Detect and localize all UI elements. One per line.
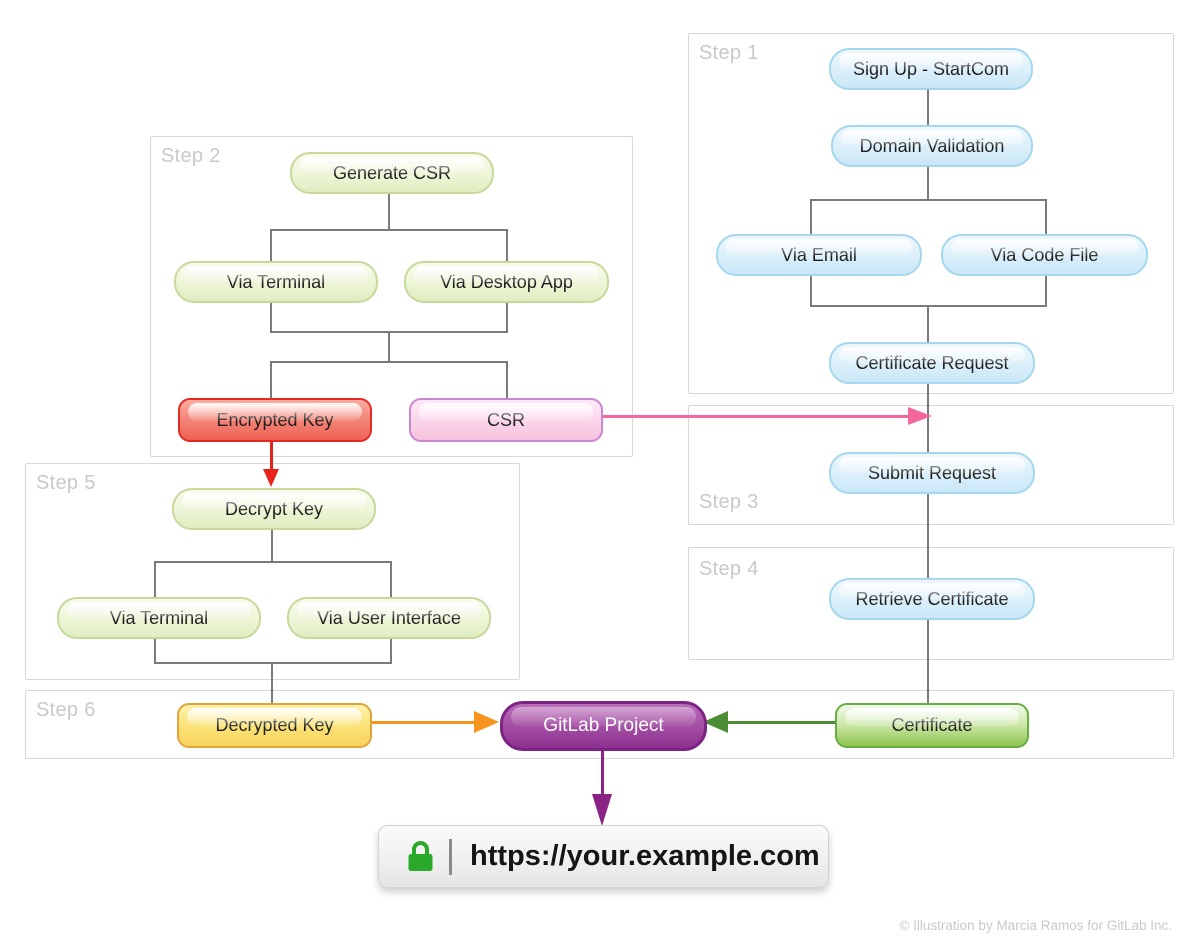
connector [270,361,508,363]
node-domain-validation: Domain Validation [831,125,1033,167]
node-csr: CSR [409,398,603,442]
connector [388,331,390,363]
step-3-label: Step 3 [699,491,759,513]
arrow-orange-head [474,711,499,733]
step-4-box: Step 4 [688,547,1174,660]
connector [154,561,392,563]
url-bar: https://your.example.com [378,825,829,888]
step-2-box: Step 2 [150,136,633,457]
connector [1045,199,1047,235]
connector [810,199,812,235]
connector [270,299,272,333]
step-1-box: Step 1 [688,33,1174,394]
connector [390,635,392,664]
node-via-email: Via Email [716,234,922,276]
connector [810,199,1047,201]
node-certificate: Certificate [835,703,1029,748]
connector [506,361,508,398]
node-via-code-file: Via Code File [941,234,1148,276]
arrow-red-head [263,469,279,487]
connector [154,662,392,664]
arrow-green-line [726,721,836,724]
connector [154,561,156,597]
connector [1045,272,1047,307]
connector [927,305,929,343]
node-submit-request: Submit Request [829,452,1035,494]
arrow-green-head [703,711,728,733]
node-encrypted-key: Encrypted Key [178,398,372,442]
connector [270,229,508,231]
node-sign-up-startcom: Sign Up - StartCom [829,48,1033,90]
arrow-orange-line [368,721,476,724]
node-via-terminal-s5: Via Terminal [57,597,261,639]
step-6-box: Step 6 [25,690,1174,759]
arrow-purple-head [592,794,612,826]
arrow-pink-head [908,407,932,425]
url-divider [449,838,452,875]
step-3-box: Step 3 [688,405,1174,525]
node-retrieve-certificate: Retrieve Certificate [829,578,1035,620]
node-via-desktop-app: Via Desktop App [404,261,609,303]
connector [270,229,272,262]
step-1-label: Step 1 [699,42,759,64]
arrow-pink-line [599,415,911,418]
connector-main-vertical [927,380,929,704]
connector [271,662,273,703]
node-via-terminal-s2: Via Terminal [174,261,378,303]
step-2-label: Step 2 [161,145,221,167]
connector [388,190,390,230]
arrow-red-line [270,438,273,471]
connector [927,86,929,126]
connector [927,163,929,200]
credit-text: © Illustration by Marcia Ramos for GitLa… [899,918,1172,933]
connector [270,361,272,398]
connector [810,272,812,307]
lock-icon [406,840,435,873]
node-decrypt-key: Decrypt Key [172,488,376,530]
connector [154,635,156,664]
connector [506,229,508,262]
step-6-label: Step 6 [36,699,96,721]
step-4-label: Step 4 [699,558,759,580]
step-5-label: Step 5 [36,472,96,494]
arrow-purple-line [601,745,604,796]
node-decrypted-key: Decrypted Key [177,703,372,748]
node-via-user-interface: Via User Interface [287,597,491,639]
node-certificate-request: Certificate Request [829,342,1035,384]
connector [390,561,392,597]
node-generate-csr: Generate CSR [290,152,494,194]
url-text: https://your.example.com [470,840,820,872]
connector [506,299,508,333]
connector [271,526,273,562]
node-gitlab-project: GitLab Project [500,701,707,751]
